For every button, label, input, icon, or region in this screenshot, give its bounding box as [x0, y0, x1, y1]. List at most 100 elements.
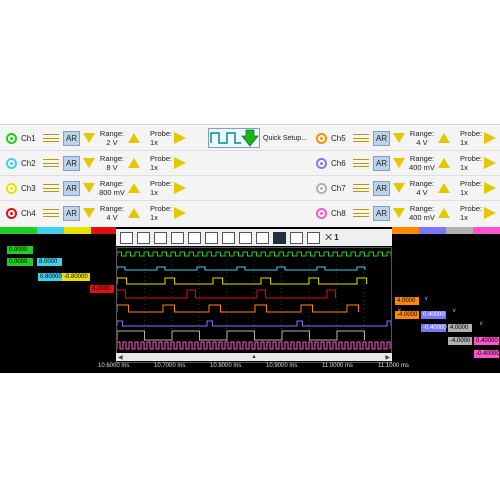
range-up-icon[interactable] — [128, 183, 140, 193]
probe-label: Probe: — [150, 154, 173, 163]
ch8-upper-offset[interactable]: 0.40000 — [474, 337, 499, 345]
range-down-icon[interactable] — [393, 158, 405, 168]
range-down-icon[interactable] — [83, 158, 95, 168]
channel-dot-inner — [320, 186, 323, 190]
range-display: Range:4 V — [408, 129, 436, 147]
erase-button[interactable] — [307, 231, 320, 244]
ch8-lower-offset[interactable]: -0.40000 — [474, 350, 500, 358]
autorange-button[interactable]: AR — [373, 205, 390, 221]
scroll-left-icon[interactable]: ◀ — [118, 354, 123, 361]
channel-enable-toggle[interactable] — [6, 207, 17, 219]
range-up-icon[interactable] — [128, 133, 140, 143]
range-down-icon[interactable] — [393, 183, 405, 193]
coupling-icon[interactable] — [43, 159, 59, 167]
coupling-icon[interactable] — [353, 134, 369, 142]
probe-display: Probe:1x — [460, 154, 482, 172]
ch1-lower-offset[interactable]: 0.0000 — [7, 258, 33, 266]
autorange-button[interactable]: AR — [63, 130, 80, 146]
coupling-icon[interactable] — [353, 159, 369, 167]
range-label: Range: — [99, 129, 125, 138]
channel-enable-toggle[interactable] — [6, 182, 17, 194]
channel-enable-toggle[interactable] — [316, 207, 327, 219]
close-icon[interactable]: ✕ — [324, 231, 334, 244]
ch4-upper-offset[interactable]: 4.0000 — [90, 285, 114, 293]
autorange-button[interactable]: AR — [63, 205, 80, 221]
autorange-button[interactable]: AR — [373, 130, 390, 146]
ch2-lower-offset[interactable]: 0.80000 — [38, 273, 62, 281]
coupling-icon[interactable] — [43, 184, 59, 192]
range-up-icon[interactable] — [438, 208, 450, 218]
export-button[interactable] — [290, 231, 303, 244]
grid-button[interactable] — [256, 231, 269, 244]
waveform-plot[interactable] — [116, 247, 392, 363]
range-display: Range:4 V — [408, 179, 436, 197]
quick-setup-button[interactable]: Quick Setup... — [208, 127, 314, 149]
measure-tool-button[interactable] — [120, 231, 133, 244]
probe-icon[interactable] — [484, 207, 497, 219]
channel-enable-toggle[interactable] — [6, 157, 17, 169]
range-down-icon[interactable] — [393, 133, 405, 143]
range-down-icon[interactable] — [83, 183, 95, 193]
ch7-upper-offset[interactable]: 4.0000 — [448, 324, 472, 332]
reference-button[interactable] — [205, 231, 218, 244]
waveform-trace-ch4 — [116, 289, 336, 299]
ch5-lower-offset[interactable]: -4.0000 — [395, 311, 419, 319]
ch1-upper-offset[interactable]: 0.0000 — [7, 246, 33, 254]
scroll-right-icon[interactable]: ▶ — [385, 354, 390, 361]
ch1-color-strip — [0, 227, 37, 234]
channel-enable-toggle[interactable] — [316, 182, 327, 194]
autorange-button[interactable]: AR — [373, 155, 390, 171]
probe-icon[interactable] — [484, 182, 497, 194]
ch5-marker-icon: ∨ — [424, 296, 429, 302]
wave-view-button[interactable] — [188, 231, 201, 244]
range-down-icon[interactable] — [83, 133, 95, 143]
coupling-icon[interactable] — [353, 209, 369, 217]
spectrum-view-button[interactable] — [171, 231, 184, 244]
ch7-lower-offset[interactable]: -4.0000 — [448, 337, 472, 345]
probe-icon[interactable] — [174, 207, 187, 219]
ch6-lower-offset[interactable]: -0.40000 — [421, 324, 447, 332]
coupling-icon[interactable] — [43, 209, 59, 217]
annotate-button[interactable] — [239, 231, 252, 244]
range-down-icon[interactable] — [83, 208, 95, 218]
probe-label: Probe: — [460, 179, 483, 188]
signal-view-button[interactable] — [273, 231, 286, 244]
probe-icon[interactable] — [174, 182, 187, 194]
cursor-button[interactable] — [222, 231, 235, 244]
coupling-icon[interactable] — [43, 134, 59, 142]
coupling-icon[interactable] — [353, 184, 369, 192]
channel-enable-toggle[interactable] — [316, 157, 327, 169]
range-down-icon[interactable] — [393, 208, 405, 218]
autorange-button[interactable]: AR — [373, 180, 390, 196]
probe-icon[interactable] — [174, 132, 187, 144]
range-label: Range: — [99, 204, 125, 213]
range-up-icon[interactable] — [128, 208, 140, 218]
channel-config-button[interactable] — [137, 231, 150, 244]
autorange-button[interactable]: AR — [63, 180, 80, 196]
ch2-color-strip — [37, 227, 64, 234]
horizontal-scrollbar[interactable]: ◀ ▲ ▶ — [116, 353, 392, 361]
autorange-button[interactable]: AR — [63, 155, 80, 171]
channel-enable-toggle[interactable] — [6, 132, 17, 144]
range-display: Range:2 V — [98, 129, 126, 147]
table-view-button[interactable] — [154, 231, 167, 244]
probe-icon[interactable] — [174, 157, 187, 169]
ch5-upper-offset[interactable]: 4.0000 — [395, 297, 419, 305]
range-up-icon[interactable] — [438, 133, 450, 143]
probe-value: 1x — [150, 163, 158, 172]
time-tick-label: 10.8000 ms — [210, 363, 242, 369]
ch6-upper-offset[interactable]: 0.40000 — [421, 311, 446, 319]
probe-display: Probe:1x — [460, 204, 482, 222]
range-up-icon[interactable] — [438, 158, 450, 168]
range-up-icon[interactable] — [128, 158, 140, 168]
probe-icon[interactable] — [484, 157, 497, 169]
ch3-upper-offset[interactable]: -0.80000 — [62, 273, 90, 281]
channel-enable-toggle[interactable] — [316, 132, 327, 144]
ch2-upper-offset[interactable]: 8.0000 — [37, 258, 62, 266]
probe-icon[interactable] — [484, 132, 497, 144]
range-label: Range: — [409, 129, 435, 138]
scroll-position-icon[interactable]: ▲ — [251, 354, 257, 360]
range-up-icon[interactable] — [438, 183, 450, 193]
